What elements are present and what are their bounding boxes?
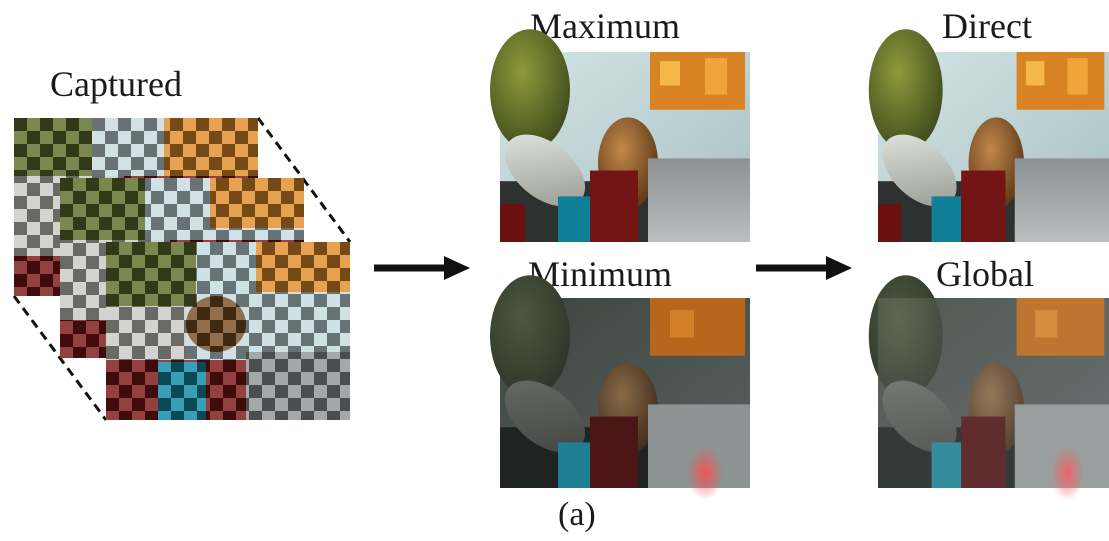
figure-caption: (a) bbox=[558, 496, 596, 533]
direct-image bbox=[868, 29, 1109, 243]
direct-label: Direct bbox=[942, 6, 1032, 46]
arrow-captured-to-max-min bbox=[374, 256, 470, 280]
maximum-image bbox=[490, 29, 750, 243]
arrow-max-min-to-direct-global bbox=[756, 256, 852, 280]
global-image bbox=[868, 275, 1109, 501]
minimum-image bbox=[490, 275, 750, 501]
captured-frame-3 bbox=[106, 242, 350, 420]
global-label: Global bbox=[936, 254, 1034, 294]
captured-label: Captured bbox=[50, 64, 182, 104]
maximum-label: Maximum bbox=[530, 6, 680, 46]
